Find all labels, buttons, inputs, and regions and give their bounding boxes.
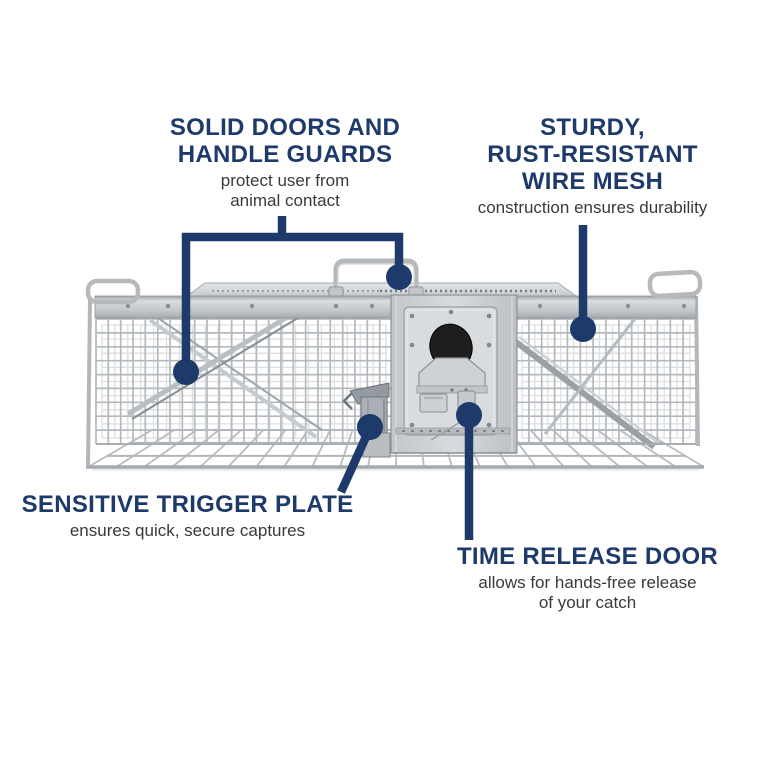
callout-desc-line: allows for hands-free release	[478, 573, 697, 592]
screw	[486, 313, 492, 319]
right-frame-post	[694, 295, 700, 447]
ground-shadow	[92, 467, 700, 471]
callout-title-line: TIME RELEASE DOOR	[456, 543, 719, 570]
rail-screw	[625, 303, 631, 309]
cover-sheet	[185, 282, 578, 297]
marker-dot-solid-doors-handle	[386, 264, 412, 290]
callout-title-line: SENSITIVE TRIGGER PLATE	[21, 491, 354, 518]
callout-wire-mesh: STURDY, RUST-RESISTANT WIRE MESH constru…	[425, 114, 760, 218]
callout-description: protect user from animal contact	[115, 171, 455, 211]
release-clip	[419, 393, 448, 413]
callout-desc-line: animal contact	[230, 191, 340, 210]
panel-bevels	[395, 296, 513, 452]
screw	[486, 422, 492, 428]
screw	[409, 422, 415, 428]
callout-title-line: RUST-RESISTANT	[487, 141, 698, 168]
handle-loop	[333, 258, 419, 293]
rail-screw	[165, 303, 171, 309]
callout-desc-line: construction ensures durability	[477, 198, 708, 217]
callout-connectors	[173, 216, 596, 540]
rail-screw	[249, 303, 255, 309]
screw	[409, 313, 415, 319]
right-door-wire	[543, 301, 650, 435]
callout-title-line: HANDLE GUARDS	[177, 141, 393, 168]
callout-solid-doors-handle-guards: SOLID DOORS AND HANDLE GUARDS protect us…	[115, 114, 455, 211]
leader-solid-doors	[181, 216, 404, 372]
marker-dot-time-release	[456, 402, 482, 428]
left-door-panel-shadow	[131, 312, 307, 420]
left-door-wire	[148, 318, 318, 439]
right-door-highlight	[518, 336, 658, 443]
callout-description: ensures quick, secure captures	[15, 521, 360, 541]
top-cover-sheet	[185, 282, 578, 297]
callout-desc-line: ensures quick, secure captures	[69, 521, 306, 540]
screw	[448, 309, 454, 315]
handle-foot-left	[328, 286, 344, 297]
trigger-hook	[342, 392, 353, 410]
marker-dot-trigger-plate	[357, 414, 383, 440]
marker-dot-wire-mesh	[570, 316, 596, 342]
screw	[486, 342, 492, 348]
callout-title-line: WIRE MESH	[521, 168, 664, 195]
callout-trigger-plate: SENSITIVE TRIGGER PLATE ensures quick, s…	[15, 491, 360, 541]
callout-desc-line: of your catch	[538, 593, 637, 612]
left-corner-handle	[85, 278, 141, 305]
handle-loop-highlight	[337, 263, 415, 293]
rail-screw	[681, 303, 687, 309]
release-screw	[450, 388, 454, 392]
rail-screw	[369, 303, 375, 309]
callout-description: allows for hands-free release of your ca…	[420, 573, 755, 613]
callout-desc-line: protect user from	[220, 171, 350, 190]
right-door-diagonals	[514, 301, 658, 450]
marker-dot-solid-doors-left	[173, 359, 199, 385]
slide-wire	[430, 420, 463, 441]
slide-bar	[395, 427, 511, 435]
callout-description: construction ensures durability	[425, 198, 760, 218]
left-door-panel-edge	[126, 305, 304, 417]
door-screws	[409, 309, 492, 428]
rail-screw	[537, 303, 543, 309]
left-frame-post	[86, 299, 92, 467]
right-corner-handle	[647, 269, 703, 299]
rail-screw	[333, 303, 339, 309]
rail-screw	[125, 303, 131, 309]
callout-time-release-door: TIME RELEASE DOOR allows for hands-free …	[420, 543, 755, 613]
screw	[409, 342, 415, 348]
right-door-panel-edge	[514, 339, 656, 450]
callout-title-line: SOLID DOORS AND	[169, 114, 401, 141]
center-door-panel	[390, 294, 518, 454]
callout-title-line: STURDY,	[540, 114, 645, 141]
